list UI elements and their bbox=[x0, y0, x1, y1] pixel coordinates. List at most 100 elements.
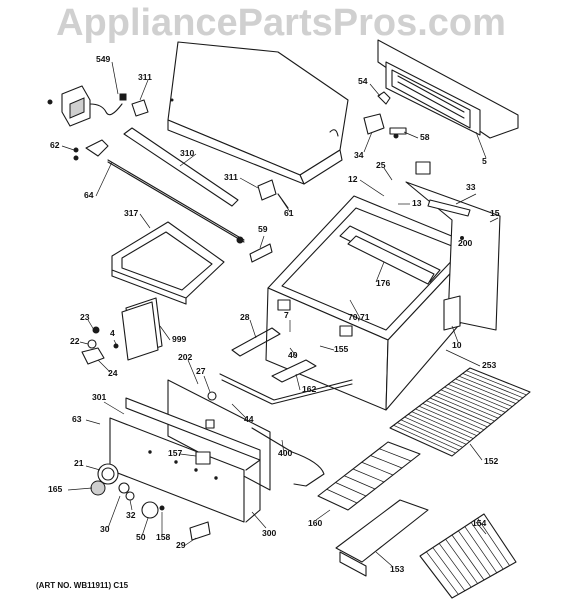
manual-999-part bbox=[121, 297, 163, 361]
firebox-part bbox=[265, 161, 501, 411]
callout-253: 253 bbox=[482, 360, 497, 370]
hatch-line bbox=[319, 345, 335, 351]
callout-157: 157 bbox=[168, 448, 183, 458]
hatch-line bbox=[85, 465, 101, 471]
callout-44: 44 bbox=[244, 414, 254, 424]
callout-162: 162 bbox=[302, 384, 317, 394]
hatch-line bbox=[359, 179, 385, 197]
hatch-line bbox=[315, 509, 331, 521]
hatch-line bbox=[451, 325, 459, 343]
bracket-parts bbox=[363, 91, 407, 139]
hatch-line bbox=[433, 394, 495, 422]
callout-152: 152 bbox=[484, 456, 499, 466]
hatch-line bbox=[179, 153, 197, 167]
callout-28: 28 bbox=[240, 312, 250, 322]
hatch-line bbox=[139, 79, 149, 101]
callout-62: 62 bbox=[50, 140, 60, 150]
grate-hatching bbox=[326, 370, 527, 595]
rotisserie-rod-part bbox=[73, 127, 245, 244]
hatch-line bbox=[79, 341, 89, 345]
hatch-line bbox=[403, 131, 419, 139]
hatch-line bbox=[444, 386, 506, 413]
hatch-line bbox=[129, 499, 133, 511]
hatch-line bbox=[187, 359, 199, 385]
callout-317: 317 bbox=[124, 208, 139, 218]
hatch-line bbox=[440, 389, 502, 416]
hatch-line bbox=[451, 381, 513, 407]
callout-61: 61 bbox=[284, 208, 294, 218]
callout-59: 59 bbox=[258, 224, 268, 234]
hatch-line bbox=[445, 349, 481, 367]
hatch-line bbox=[437, 392, 499, 419]
callout-12: 12 bbox=[348, 174, 358, 184]
hatch-line bbox=[251, 511, 267, 529]
hatch-line bbox=[103, 401, 125, 415]
transformer-part bbox=[47, 85, 127, 127]
callout-58: 58 bbox=[420, 132, 430, 142]
hatch-line bbox=[139, 213, 151, 229]
hatch-line bbox=[393, 424, 456, 454]
hatch-line bbox=[458, 375, 520, 402]
hatch-line bbox=[422, 403, 485, 431]
callout-64: 64 bbox=[84, 190, 94, 200]
knob-311-part bbox=[131, 99, 149, 117]
hatch-line bbox=[445, 538, 478, 584]
callout-5: 5 bbox=[482, 156, 487, 166]
callout-4: 4 bbox=[110, 328, 115, 338]
hatch-line bbox=[370, 455, 403, 469]
hatch-line bbox=[141, 517, 149, 537]
igniter-parts bbox=[81, 326, 119, 365]
hatch-line bbox=[375, 551, 393, 567]
callout-155: 155 bbox=[334, 344, 349, 354]
callout-40: 40 bbox=[288, 350, 298, 360]
hatch-line bbox=[183, 537, 197, 547]
hatch-line bbox=[418, 405, 481, 434]
hatch-line bbox=[383, 167, 393, 181]
callout-154: 154 bbox=[472, 518, 487, 528]
hatch-line bbox=[429, 397, 492, 425]
hatch-line bbox=[289, 347, 297, 357]
hatch-line bbox=[239, 177, 259, 189]
hatch-line bbox=[326, 488, 358, 504]
callout-25: 25 bbox=[376, 160, 386, 170]
hatch-line bbox=[400, 419, 463, 448]
hatch-line bbox=[203, 375, 211, 393]
callout-311a: 311 bbox=[138, 72, 152, 82]
hatch-line bbox=[469, 443, 483, 461]
callout-27: 27 bbox=[196, 366, 206, 376]
hatch-line bbox=[344, 475, 376, 490]
hatch-line bbox=[448, 384, 509, 410]
hatch-line bbox=[455, 378, 516, 404]
hatch-line bbox=[432, 547, 466, 592]
hatch-line bbox=[397, 422, 460, 451]
callout-29: 29 bbox=[176, 540, 186, 550]
hatch-line bbox=[259, 235, 265, 249]
handle-59-part bbox=[249, 243, 273, 263]
hatch-line bbox=[61, 145, 75, 151]
callout-15: 15 bbox=[490, 208, 500, 218]
hood-part bbox=[167, 41, 349, 185]
callout-310: 310 bbox=[180, 148, 195, 158]
callout-301: 301 bbox=[92, 392, 107, 402]
hatch-line bbox=[87, 319, 95, 331]
callout-32: 32 bbox=[126, 510, 136, 520]
hatch-line bbox=[295, 373, 301, 391]
hatch-line bbox=[95, 161, 113, 197]
callout-200: 200 bbox=[458, 238, 473, 248]
callout-24: 24 bbox=[108, 368, 118, 378]
callout-158: 158 bbox=[156, 532, 171, 542]
plate-29-part bbox=[189, 521, 211, 541]
hatch-line bbox=[249, 319, 257, 339]
callout-400: 400 bbox=[278, 448, 293, 458]
hatch-line bbox=[458, 530, 491, 577]
hatch-line bbox=[415, 408, 477, 436]
hatch-line bbox=[462, 373, 524, 399]
hatch-line bbox=[451, 534, 485, 581]
hatch-line bbox=[352, 468, 385, 483]
knob-311b-part bbox=[257, 179, 289, 209]
hatch-line bbox=[464, 526, 498, 573]
front-panel-part bbox=[109, 397, 261, 523]
callout-30: 30 bbox=[100, 524, 110, 534]
bracket-10-part bbox=[443, 295, 461, 331]
hatch-line bbox=[438, 543, 472, 588]
